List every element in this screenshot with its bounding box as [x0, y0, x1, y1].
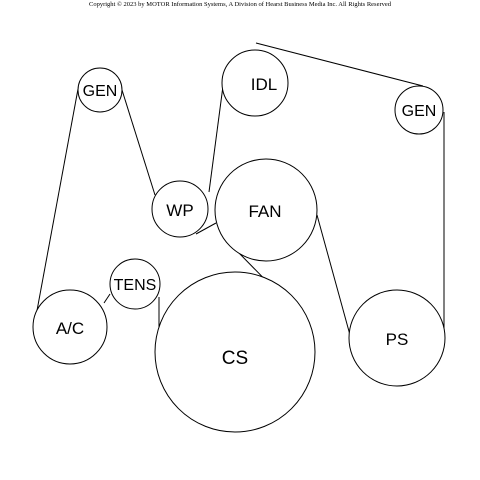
pulley-ac-label: A/C: [56, 319, 84, 338]
pulley-tens-circle: [109, 258, 161, 310]
pulley-ps-circle: [348, 289, 446, 387]
copyright-notice: Copyright © 2023 by MOTOR Information Sy…: [89, 1, 392, 8]
pulley-cs-circle: [154, 271, 316, 433]
pulley-fan-label: FAN: [248, 202, 281, 221]
pulley-fan: FAN: [214, 158, 318, 262]
belt-segment-tens-to-ac: [103, 293, 111, 304]
belt-segment-wp-to-idl: [208, 85, 224, 193]
pulley-cs-label: CS: [222, 348, 248, 369]
pulley-gen-left: GEN: [77, 67, 123, 113]
pulley-ps: PS: [348, 289, 446, 387]
pulley-gen-right-circle: [394, 85, 444, 135]
serpentine-belt: [35, 42, 445, 338]
pulley-tens: TENS: [109, 258, 161, 310]
pulley-ac-circle: [32, 289, 108, 365]
pulley-wp-circle: [151, 180, 209, 238]
pulley-cs: CS: [154, 271, 316, 433]
pulley-gen-right: GEN: [394, 85, 444, 135]
pulley-gen-right-label: GEN: [402, 103, 437, 120]
pulley-idl-circle: [221, 49, 289, 117]
pulley-ac: A/C: [32, 289, 108, 365]
pulley-idl: IDL: [221, 49, 289, 117]
pulley-idl-label: IDL: [251, 75, 277, 94]
belt-segment-fan-to-ps: [316, 214, 351, 336]
belt-segment-idl-to-gen-right: [255, 42, 424, 87]
belt-segment-wp-to-fan: [195, 222, 217, 235]
pulley-tens-label: TENS: [114, 277, 157, 294]
pulley-wp: WP: [151, 180, 209, 238]
pulley-wp-label: WP: [166, 201, 193, 220]
belt-segment-gen-to-wp: [121, 89, 156, 196]
belt-segment-gen-to-ac: [35, 88, 79, 317]
pulley-gen-left-label: GEN: [83, 83, 118, 100]
pulley-fan-circle: [214, 158, 318, 262]
pulley-gen-left-circle: [77, 67, 123, 113]
pulley-ps-label: PS: [386, 330, 409, 349]
